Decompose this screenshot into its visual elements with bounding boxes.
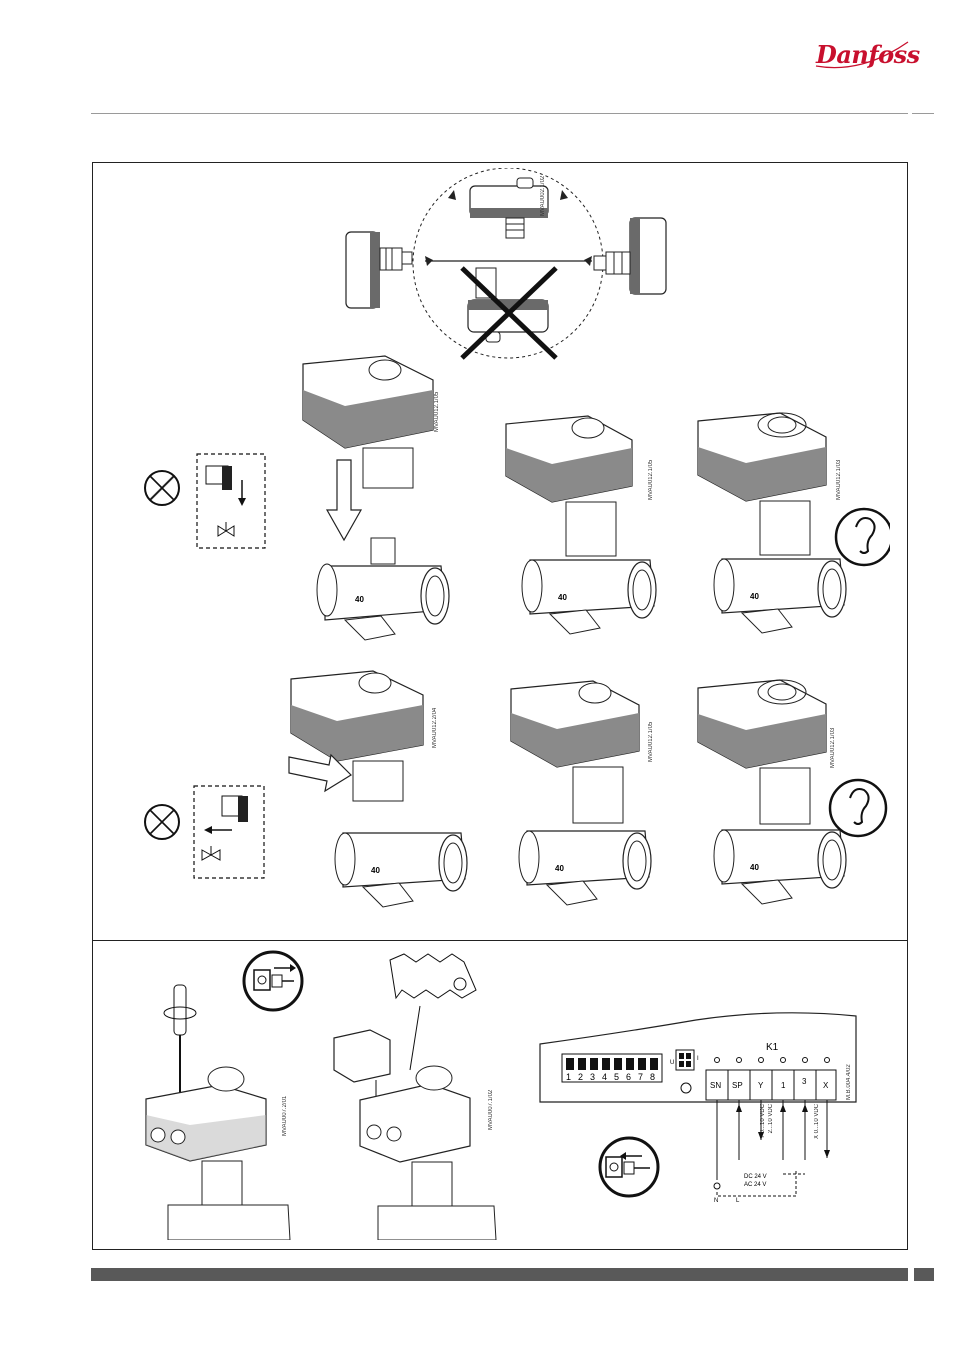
footer-page-box: [914, 1268, 934, 1281]
dn-label: 40: [355, 595, 364, 604]
dip-number: 3: [590, 1072, 595, 1082]
signal-label: N: [714, 1198, 718, 1204]
valve-body: [317, 538, 449, 640]
dn-label: 40: [558, 593, 567, 602]
terminal-label: 1: [781, 1081, 786, 1090]
arrow-head-icon: [824, 1150, 830, 1158]
footer-bar: [91, 1268, 908, 1281]
terminal-label: Y: [758, 1081, 764, 1090]
header-rule: [91, 113, 908, 114]
terminal-label: SN: [710, 1081, 721, 1090]
logo-text: Danfoss: [816, 40, 920, 69]
valve-symbol-icon: [218, 522, 234, 536]
signal-label: 2...10 VDC: [768, 1104, 774, 1133]
actuator-right-horizontal: [594, 218, 666, 294]
cover-screw-step: [140, 975, 295, 1240]
valve-body: [714, 830, 846, 904]
signal-label: L: [736, 1198, 740, 1204]
dn-label: 40: [555, 864, 564, 873]
figure-code: M.B.004.4/02: [846, 1040, 852, 1100]
figure-code: MVAU012.1/05: [648, 460, 654, 500]
terminal-label: SP: [732, 1081, 743, 1090]
dn-label: 40: [371, 866, 380, 875]
actuator-body: [303, 356, 433, 488]
actuator-top-upright: [470, 178, 548, 238]
actuator-body: [511, 681, 639, 823]
signal-label: Y 0...10 VDC: [760, 1104, 766, 1139]
arrow-head-icon: [425, 256, 433, 266]
figure-code: MVAU012.1/03: [830, 728, 836, 768]
figure-code: MVAU012.1/05: [434, 392, 440, 432]
screwdriver-icon: [164, 985, 196, 1093]
dn-label: 40: [750, 592, 759, 601]
dip-number: 4: [602, 1072, 607, 1082]
no-tools-icon: [145, 805, 179, 839]
dn-label: 40: [750, 863, 759, 872]
dip-number: 5: [614, 1072, 619, 1082]
signal-label: X 0...10 VDC: [814, 1104, 820, 1139]
valve-body: [519, 831, 651, 905]
figure-code: MVAU012.1/03: [836, 460, 842, 500]
arrow-head-icon: [560, 190, 568, 200]
valve-body: [714, 559, 846, 633]
figure-code: MVAU012.2/04: [432, 708, 438, 748]
dip-number: 6: [626, 1072, 631, 1082]
signal-label: DC 24 V: [744, 1174, 767, 1180]
no-tools-notice-a: [140, 448, 270, 552]
actuator-body: [698, 413, 826, 555]
actuator-body: [146, 1067, 290, 1240]
header-rule-tail: [912, 113, 934, 114]
arrow-head-icon: [584, 256, 592, 266]
figure-code: MVAU007.1/02: [488, 1090, 494, 1130]
install-step-b1: 40: [285, 665, 470, 920]
board-label: K1: [766, 1042, 779, 1053]
actuator-bottom-inverted: [468, 268, 548, 342]
valve-body: [522, 560, 656, 634]
dip-number: 7: [638, 1072, 643, 1082]
down-arrow-icon: [327, 460, 361, 540]
signal-labels: N L DC 24 V AC 24 V: [714, 1174, 767, 1204]
dip-number: 1: [566, 1072, 571, 1082]
arrow-head-icon: [736, 1104, 742, 1112]
figure-code: MVAU012.1/05: [648, 722, 654, 762]
lifted-cover: [334, 1030, 390, 1100]
arrow-head-icon: [802, 1104, 808, 1112]
actuator-left-horizontal: [346, 232, 412, 308]
install-step-a1: 40: [285, 350, 450, 650]
valve-body: [335, 833, 467, 907]
install-step-b3: 40: [690, 672, 890, 920]
signal-label: AC 24 V: [744, 1182, 766, 1188]
actuator-body: [698, 680, 826, 824]
actuator-body: [506, 416, 632, 556]
no-tools-notice-b: [140, 782, 270, 882]
accordion-cover-icon: [390, 954, 476, 998]
arrow-head-icon: [780, 1104, 786, 1112]
valve-symbol-icon: [202, 846, 220, 860]
actuator-body: [291, 671, 423, 801]
figure-divider: [92, 940, 908, 941]
figure-code: MVAU007.2/01: [282, 1096, 288, 1136]
listen-ear-icon: [830, 780, 886, 836]
ground-icon: [714, 1183, 720, 1189]
terminal-label: 3: [802, 1077, 807, 1086]
listen-ear-icon: [836, 509, 890, 565]
mounting-orientation-diagram: [330, 168, 700, 368]
jumper-label: U: [670, 1060, 674, 1066]
actuator-down-icon: [206, 466, 246, 506]
danfoss-logo: Danfoss: [812, 36, 912, 76]
dip-number: 2: [578, 1072, 583, 1082]
actuator-body: [360, 1066, 496, 1240]
no-tools-icon: [145, 471, 179, 505]
arrow-head-icon: [448, 190, 456, 200]
install-step-b2: 40: [505, 675, 670, 920]
terminal-label: X: [823, 1081, 829, 1090]
actuator-side-icon: [204, 796, 248, 834]
install-step-a3: 40: [690, 405, 890, 650]
cover-removed-step: [330, 950, 500, 1240]
figure-code: MVAU002.1/02: [540, 176, 546, 216]
install-step-a2: 40: [500, 410, 665, 650]
dip-number: 8: [650, 1072, 655, 1082]
